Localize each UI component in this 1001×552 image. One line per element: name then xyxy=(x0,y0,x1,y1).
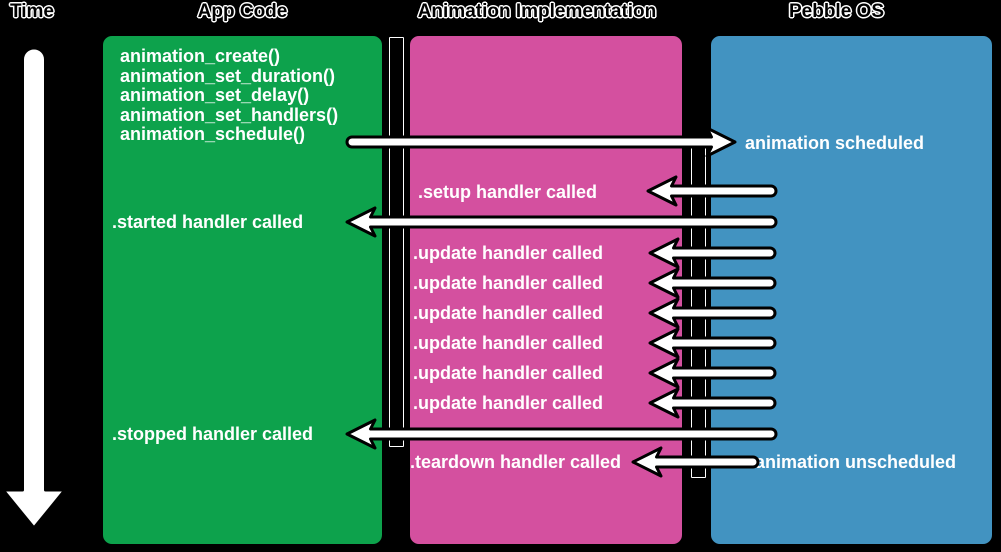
function-call: animation_set_duration() xyxy=(120,65,336,86)
update-handler-label: .update handler called xyxy=(413,393,604,413)
setup-handler-arrow-icon xyxy=(646,175,778,207)
app-code-box: animation_create() animation_set_duratio… xyxy=(100,33,385,547)
animation-scheduled-label: animation scheduled xyxy=(745,133,925,153)
stopped-handler-arrow-icon xyxy=(345,418,778,450)
animation-implementation-header: Animation Implementation xyxy=(417,1,657,22)
update-handler-label: .update handler called xyxy=(413,363,604,383)
lifeline-bar-app-implementation xyxy=(389,37,404,447)
animation-scheduled-arrow-icon xyxy=(345,126,737,158)
time-header: Time xyxy=(10,1,55,22)
started-handler-label: .started handler called xyxy=(112,212,304,232)
animation-implementation-box: .setup handler called .update handler ca… xyxy=(407,33,685,547)
started-handler-arrow-icon xyxy=(345,206,778,238)
teardown-handler-arrow-icon xyxy=(631,446,760,478)
pebble-os-box: animation scheduled animation unschedule… xyxy=(708,33,995,547)
update-handler-arrow-icon xyxy=(648,387,777,419)
update-handler-arrow-icon xyxy=(648,267,777,299)
function-call: animation_set_delay() xyxy=(120,85,310,105)
time-arrow-icon xyxy=(1,46,67,530)
function-call-list: animation_create() animation_set_duratio… xyxy=(120,46,339,145)
update-handler-arrow-icon xyxy=(648,237,777,269)
update-handler-arrow-icon xyxy=(648,297,777,329)
update-handler-label: .update handler called xyxy=(413,333,604,353)
update-handler-label: .update handler called xyxy=(413,303,604,323)
function-call: animation_set_handlers() xyxy=(120,104,339,125)
update-handler-label: .update handler called xyxy=(413,243,604,263)
pebble-os-header: Pebble OS xyxy=(788,1,885,22)
function-call: animation_create() xyxy=(120,46,281,66)
setup-handler-label: .setup handler called xyxy=(418,182,598,202)
update-handler-arrow-icon xyxy=(648,357,777,389)
app-code-header: App Code xyxy=(197,1,288,22)
function-call: animation_schedule() xyxy=(120,124,306,144)
stopped-handler-label: .stopped handler called xyxy=(112,424,314,444)
update-handler-arrow-icon xyxy=(648,327,777,359)
update-handler-label: .update handler called xyxy=(413,273,604,293)
teardown-handler-label: .teardown handler called xyxy=(410,452,622,472)
animation-unscheduled-label: animation unscheduled xyxy=(755,452,957,472)
